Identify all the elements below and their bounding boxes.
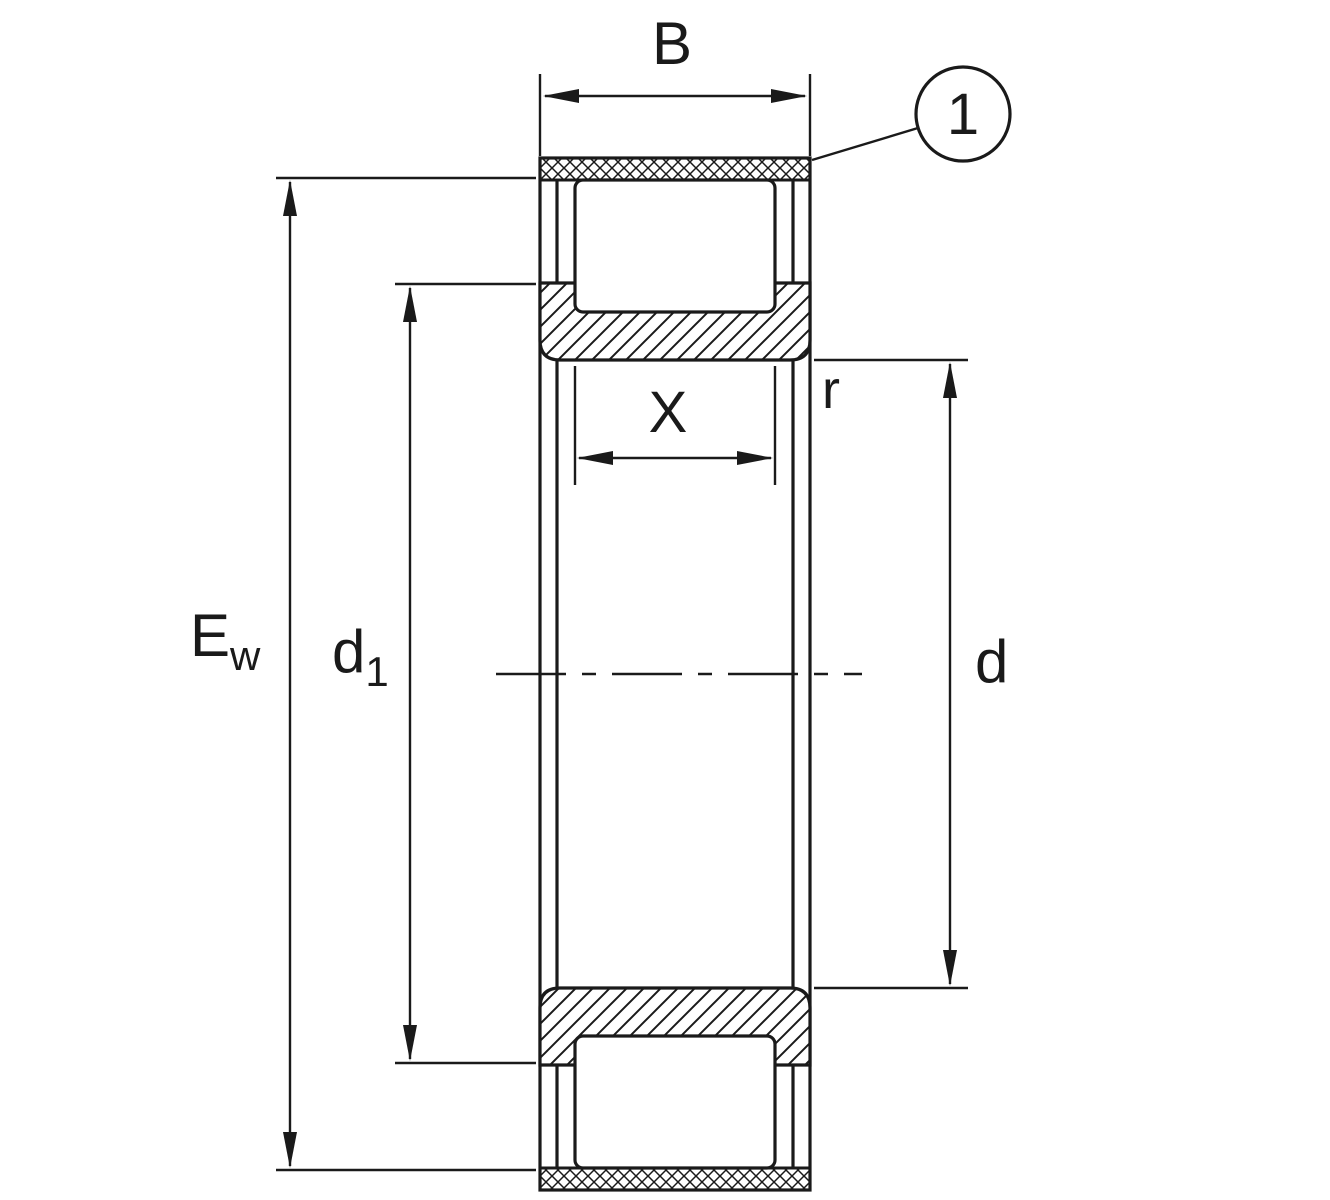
callout-leader-line	[811, 126, 919, 162]
top-outer-surface-band	[538, 156, 812, 182]
annotation-r: r	[822, 360, 840, 420]
bearing-cross-section	[538, 156, 812, 1192]
label-x: X	[649, 380, 688, 445]
dimension-x: X	[573, 366, 777, 485]
x-arrow-right	[737, 451, 773, 465]
d1-arrow-top	[403, 286, 417, 322]
dimension-d: d	[814, 358, 1008, 990]
d1-arrow-bottom	[403, 1025, 417, 1061]
b-arrow-right	[771, 89, 807, 103]
ew-arrow-bottom	[283, 1132, 297, 1168]
label-ew: Ew	[190, 602, 261, 679]
label-r: r	[822, 360, 840, 420]
callout-circle	[914, 65, 1012, 163]
label-d1: d1	[332, 618, 389, 695]
d-arrow-top	[943, 362, 957, 398]
label-b: B	[652, 10, 692, 77]
dimension-b: B	[538, 10, 812, 156]
x-arrow-left	[577, 451, 613, 465]
callout-1: 1	[811, 65, 1012, 163]
bottom-roller	[573, 1034, 777, 1170]
dimension-ew: Ew	[190, 176, 536, 1172]
bottom-outer-surface-band	[538, 1166, 812, 1192]
d-arrow-bottom	[943, 950, 957, 986]
label-d: d	[975, 628, 1008, 695]
b-arrow-left	[543, 89, 579, 103]
ew-arrow-top	[283, 180, 297, 216]
dimension-d1: d1	[332, 282, 536, 1065]
top-roller	[573, 178, 777, 314]
callout-number: 1	[947, 82, 979, 147]
